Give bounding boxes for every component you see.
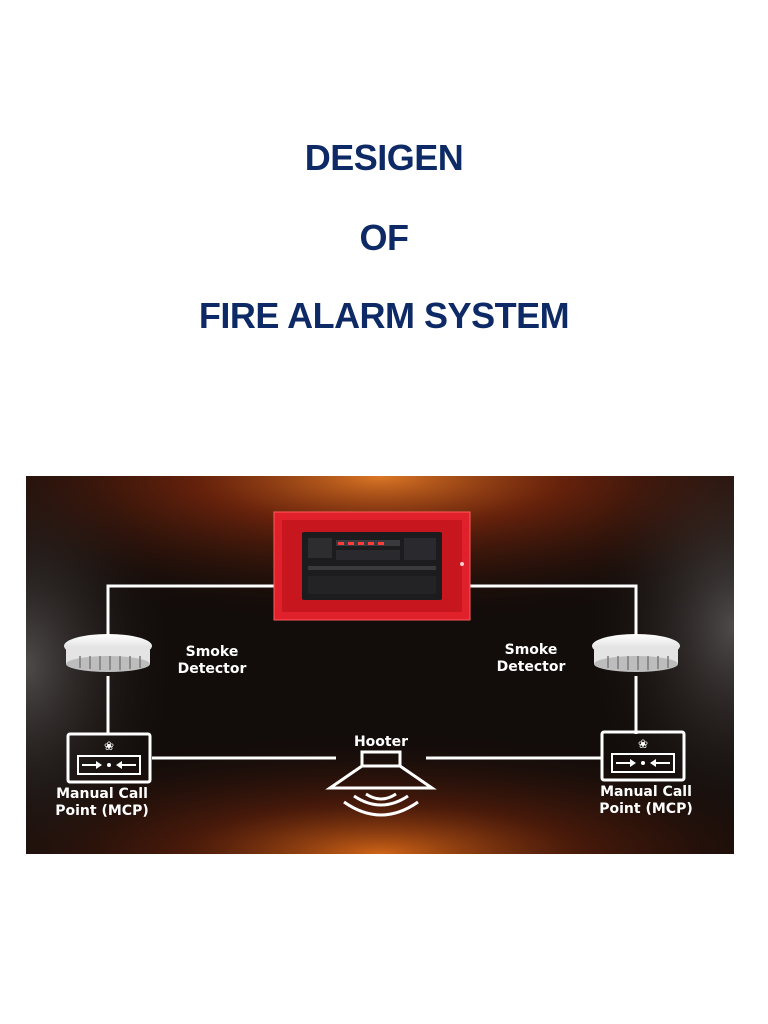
- fire-alarm-control-panel-icon: [273, 511, 471, 621]
- label-smoke-right-2: Detector: [497, 659, 566, 675]
- fire-alarm-diagram: ❀ ❀: [26, 476, 734, 854]
- label-smoke-left-2: Detector: [178, 661, 247, 677]
- label-smoke-left-1: Smoke: [186, 644, 239, 660]
- label-hooter: Hooter: [354, 734, 408, 750]
- manual-call-point-icon: ❀: [600, 730, 686, 782]
- label-mcp-left-2: Point (MCP): [55, 803, 148, 819]
- title-line-3: FIRE ALARM SYSTEM: [198, 295, 570, 336]
- manual-call-point-icon: ❀: [66, 732, 152, 784]
- label-smoke-right-1: Smoke: [505, 642, 558, 658]
- smoke-detector-icon: [592, 634, 680, 672]
- hooter-siren-icon: [325, 750, 437, 817]
- svg-text:❀: ❀: [638, 737, 648, 751]
- smoke-detector-icon: [64, 634, 152, 672]
- diagram-svg: ❀ ❀: [26, 476, 734, 854]
- title-line-2: OF: [359, 217, 410, 258]
- label-mcp-left-1: Manual Call: [56, 786, 148, 802]
- wiring: [106, 584, 638, 760]
- label-mcp-right-1: Manual Call: [600, 784, 692, 800]
- wire-left-top: [106, 584, 274, 636]
- label-mcp-right-2: Point (MCP): [599, 801, 692, 817]
- svg-text:❀: ❀: [104, 739, 114, 753]
- wire-right-top: [470, 584, 638, 636]
- title-line-1: DESIGEN: [304, 137, 464, 178]
